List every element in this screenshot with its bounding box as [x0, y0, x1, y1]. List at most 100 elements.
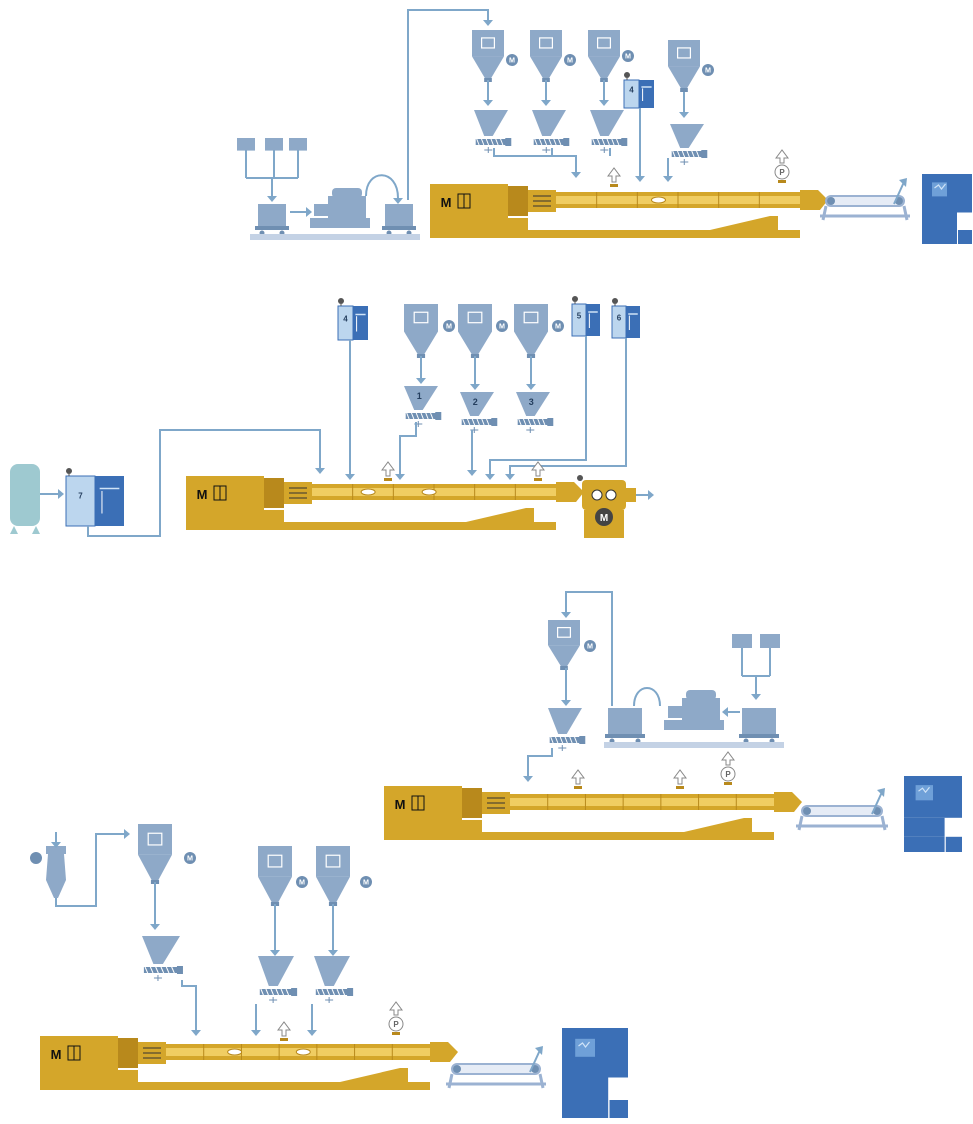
storage-tank-icon: [10, 464, 40, 534]
pipe-line: [365, 174, 399, 199]
hopper-icon: [316, 846, 350, 906]
vent-icon: [607, 167, 621, 187]
flow-arrow-icon: [571, 172, 581, 178]
motor-label: M: [509, 56, 515, 65]
motor-label: M: [363, 878, 369, 887]
feeder-number: 3: [529, 397, 534, 407]
pipe-line: [489, 336, 587, 474]
gauge-label: P: [779, 168, 785, 177]
flow-arrow-icon: [393, 198, 403, 204]
vent-icon: [381, 461, 395, 481]
pipe-line: [181, 980, 197, 1030]
raw-material-box: [732, 634, 752, 648]
flow-arrow-icon: [561, 700, 571, 706]
vent-icon: [571, 769, 585, 789]
flow-arrow-icon: [505, 474, 515, 480]
control-panel-icon: [922, 174, 972, 244]
flow-arrow-icon: [483, 20, 493, 26]
flow-arrow-icon: [150, 924, 160, 930]
motor-icon: M: [296, 876, 308, 888]
vacuum-icon: P: [720, 751, 736, 785]
motor-icon: M: [584, 640, 596, 652]
motor-icon: M: [702, 64, 714, 76]
motor-label: M: [446, 322, 452, 331]
motor-label: M: [299, 878, 305, 887]
container-bin: [739, 708, 779, 744]
motor-icon: M: [443, 320, 455, 332]
flow-arrow-icon: [470, 384, 480, 390]
liquid-dosing-unit: 5: [571, 296, 600, 337]
pipe-line: [509, 338, 627, 474]
liquid-dosing-unit: 6: [611, 298, 640, 339]
liquid-dosing-unit: 7: [65, 468, 124, 527]
mixer-icon: [310, 188, 370, 228]
pipe-line: [565, 591, 613, 706]
conveyor-icon: [796, 788, 888, 831]
screw-feeder-icon: 2: [460, 392, 498, 433]
tank-number: 4: [343, 314, 348, 323]
vent-icon: [531, 461, 545, 481]
pipe-line: [633, 687, 661, 707]
hopper-icon: [530, 30, 562, 82]
cyclone-icon: [30, 846, 66, 898]
extruder-line: M: [186, 476, 584, 530]
container-bin: [382, 204, 416, 236]
motor-label: M: [587, 642, 593, 651]
tank-number: 5: [577, 311, 582, 320]
flow-arrow-icon: [58, 489, 64, 499]
flow-arrow-icon: [395, 474, 405, 480]
screw-feeder-icon: [548, 708, 586, 751]
motor-label: M: [705, 66, 711, 75]
motor-icon: M: [360, 876, 372, 888]
motor-label: M: [625, 52, 631, 61]
screw-feeder-icon: [474, 110, 512, 153]
screw-feeder-icon: 3: [516, 392, 554, 433]
process-line-3: MMP: [384, 591, 962, 852]
platform: [250, 234, 420, 240]
pipe-line: [255, 1004, 313, 1030]
flow-arrow-icon: [315, 468, 325, 474]
control-panel-icon: [904, 776, 962, 852]
flow-arrow-icon: [467, 470, 477, 476]
screw-feeder-icon: 1: [404, 386, 442, 427]
flow-arrow-icon: [599, 100, 609, 106]
flow-arrow-icon: [635, 176, 645, 182]
vent-icon: [673, 769, 687, 789]
motor-icon: M: [496, 320, 508, 332]
hopper-icon: [472, 30, 504, 82]
vent-icon: [277, 1021, 291, 1041]
flow-arrow-icon: [416, 378, 426, 384]
flow-arrow-icon: [526, 384, 536, 390]
melt-pump-icon: M: [577, 475, 636, 538]
flow-arrow-icon: [307, 1030, 317, 1036]
gauge-label: P: [725, 770, 731, 779]
hopper-icon: [258, 846, 292, 906]
motor-label: M: [567, 56, 573, 65]
screw-feeder-icon: [142, 936, 183, 981]
flow-arrow-icon: [541, 100, 551, 106]
pipe-line: [420, 356, 532, 384]
hopper-icon: [548, 620, 580, 670]
conveyor-icon: [446, 1046, 546, 1089]
extruder-line: M: [430, 184, 828, 238]
pipe-line: [527, 748, 553, 776]
extruder-line: M: [40, 1036, 458, 1090]
pipe-line: [741, 648, 771, 694]
screw-feeder-icon: [314, 956, 354, 1003]
platform: [604, 742, 784, 748]
motor-label: M: [441, 195, 452, 210]
motor-icon: M: [184, 852, 196, 864]
flow-arrow-icon: [51, 842, 61, 848]
raw-material-box: [265, 138, 283, 151]
flow-arrow-icon: [267, 196, 277, 202]
conveyor-icon: [820, 178, 910, 221]
motor-icon: M: [552, 320, 564, 332]
hopper-icon: [138, 824, 172, 884]
vacuum-icon: P: [774, 149, 790, 183]
hopper-icon: [458, 304, 492, 358]
liquid-dosing-unit: 4: [337, 298, 368, 341]
flow-arrow-icon: [751, 694, 761, 700]
flow-arrow-icon: [345, 474, 355, 480]
screw-feeder-icon: [258, 956, 298, 1003]
tank-number: 6: [617, 313, 622, 322]
